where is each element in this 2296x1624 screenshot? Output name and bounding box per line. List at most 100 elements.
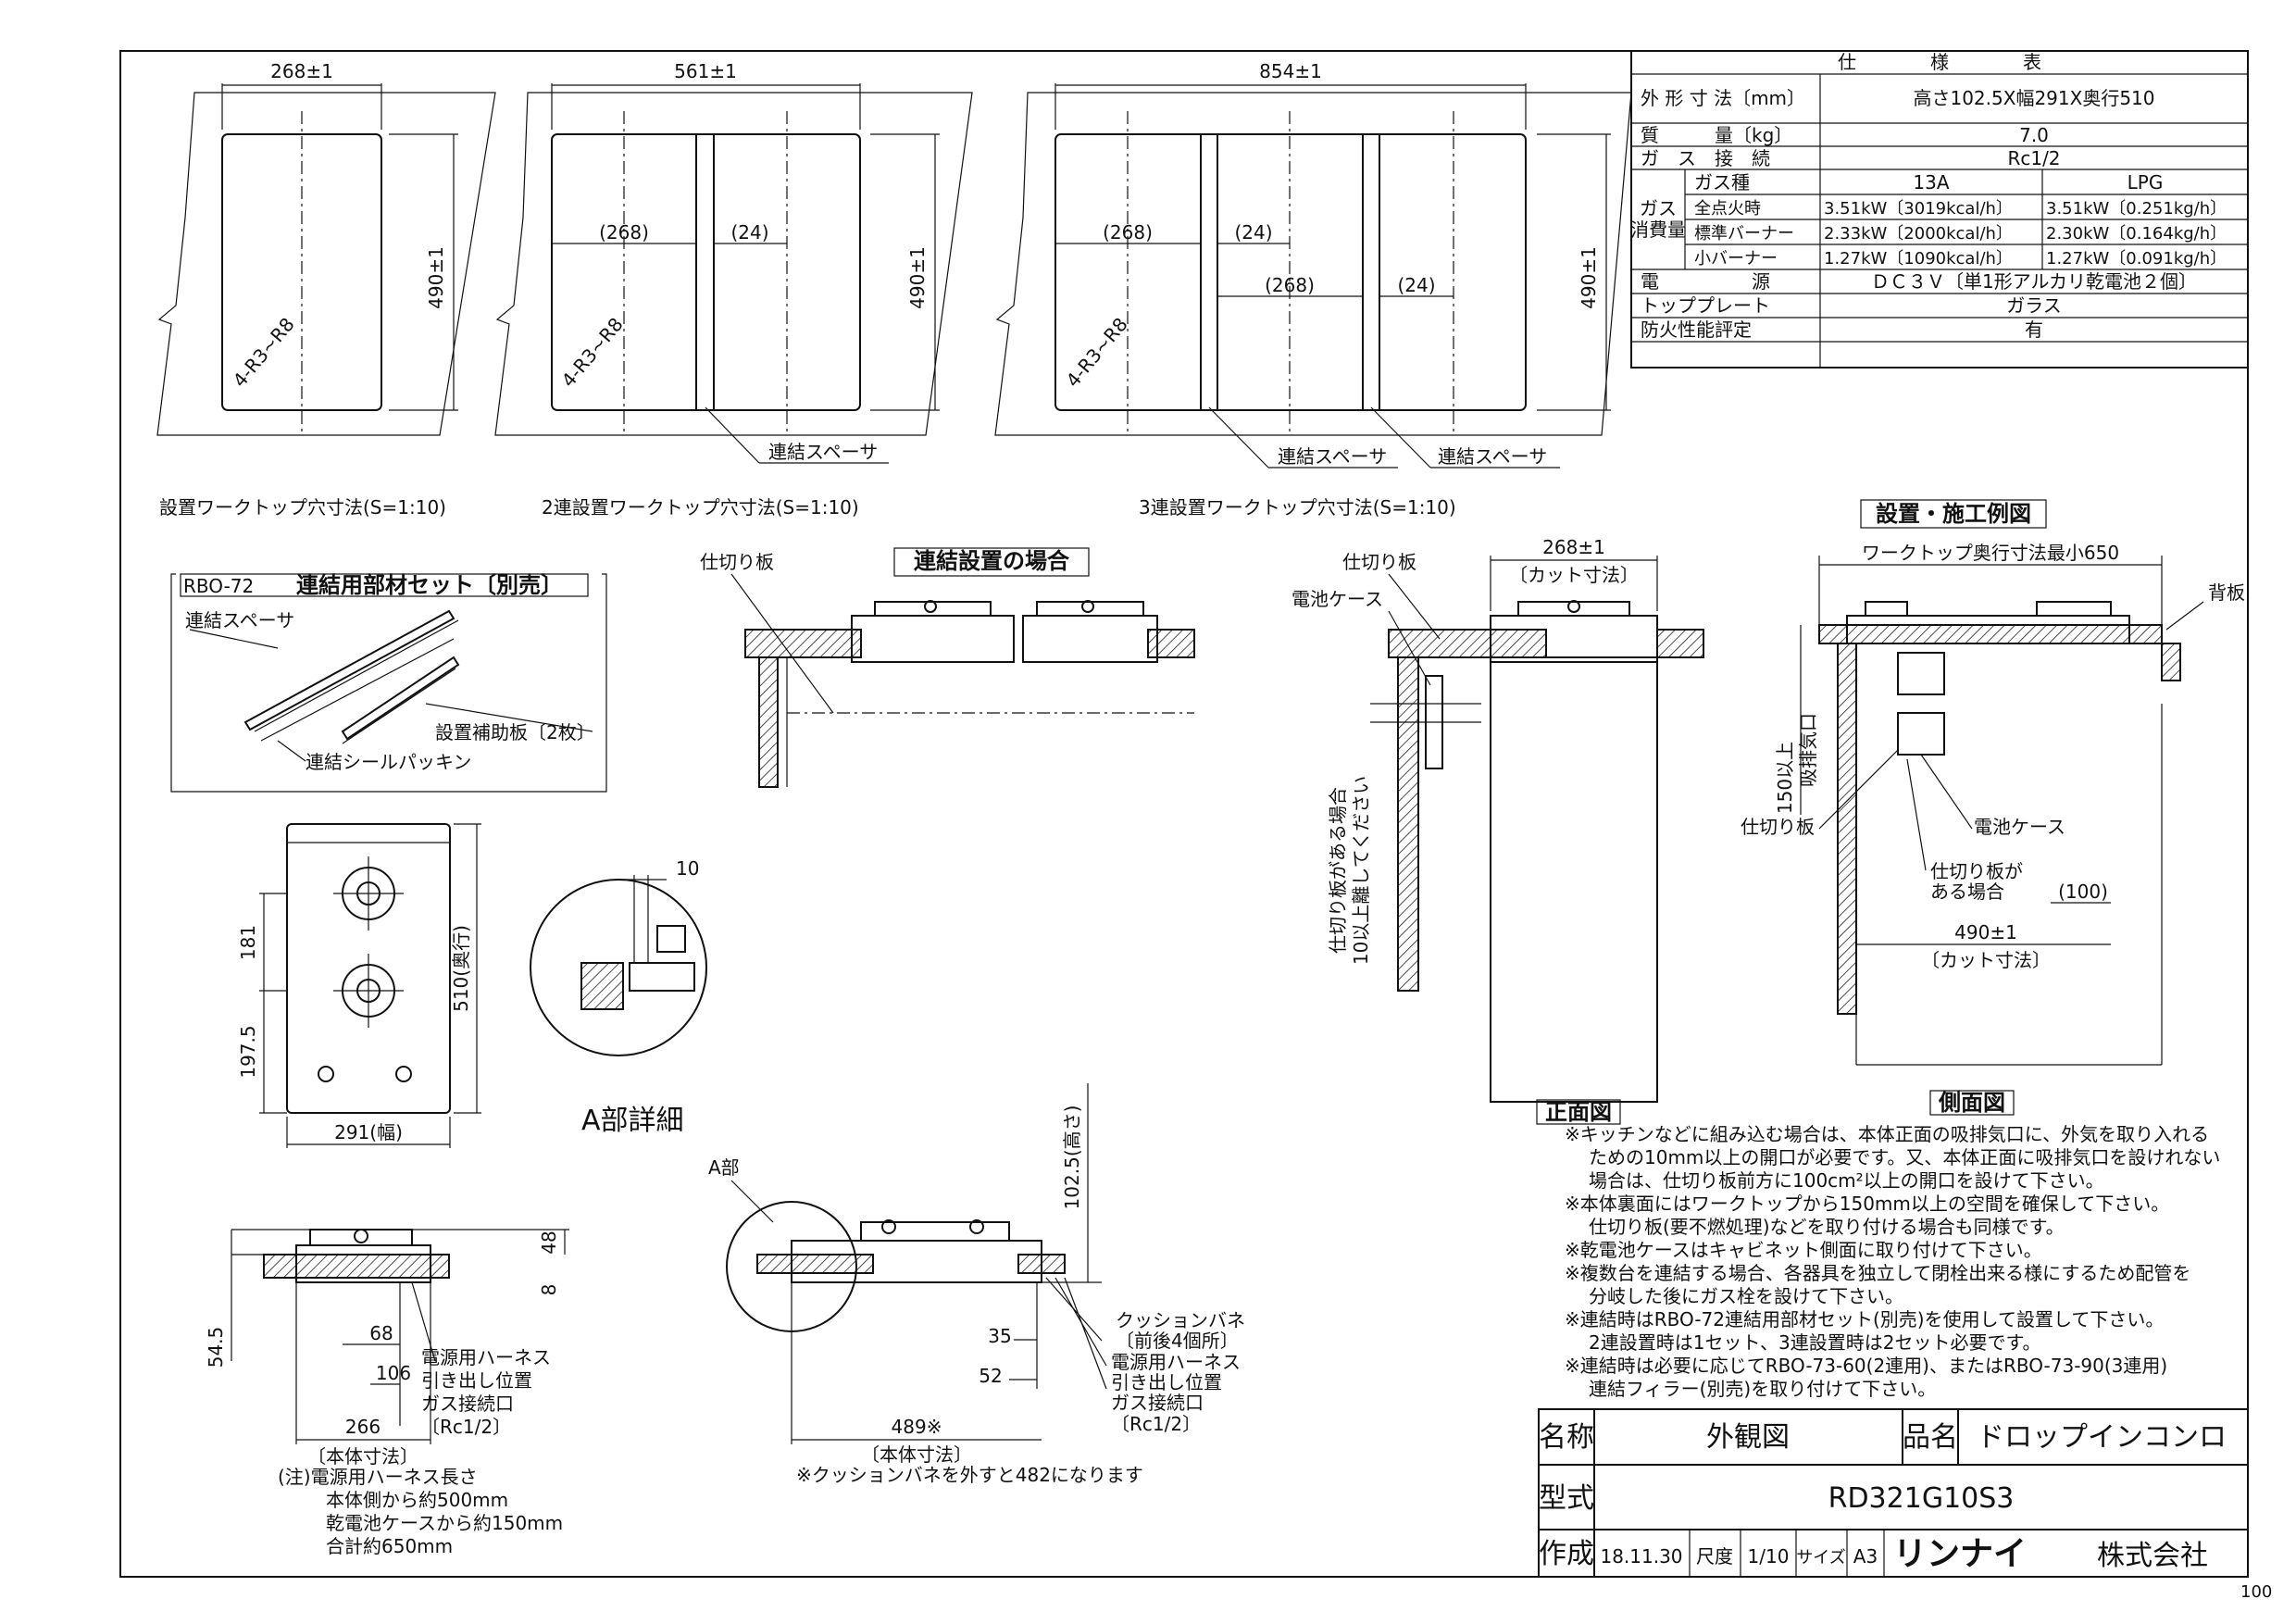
front-small-gas-2: 〔Rc1/2〕 — [421, 1416, 511, 1438]
cutout-single-corner: 4-R3~R8 — [229, 313, 299, 391]
front-small-note-2: 本体側から約500mm — [326, 1489, 508, 1511]
front-small-dim-8: 8 — [538, 1284, 560, 1296]
note-line-10: 2連設置時は1セット、3連設置時は2セット必要です。 — [1589, 1331, 2041, 1354]
install-side-partition-case-1: 仕切り板が — [1930, 860, 2023, 882]
spec-gas-row2-lpg: 2.30kW〔0.164kg/h〕 — [2046, 224, 2227, 244]
spec-gas-group-1: ガス — [1640, 197, 1677, 219]
side-small-harness-1: 電源用ハーネス — [1111, 1351, 1241, 1373]
front-small-note-4: 合計約650mm — [326, 1535, 453, 1557]
front-small-dim-48: 48 — [538, 1230, 560, 1254]
front-small: 48 8 54.5 266 〔本体寸法〕 68 106 電源用ハーネス 引き出し… — [205, 1229, 569, 1557]
spec-label-size: 外 形 寸 法〔mm〕 — [1641, 87, 1805, 109]
front-small-note-3: 乾電池ケースから約150mm — [326, 1512, 563, 1534]
title-size-value: A3 — [1853, 1545, 1878, 1568]
cutout-double: 561±1 (268) (24) 490±1 4-R3~R8 連結スペーサ 2連… — [494, 60, 973, 518]
note-line-7: ※複数台を連結する場合、各器具を独立して閉栓出来る様にするため配管を — [1565, 1262, 2190, 1284]
top-view-dim-width: 291(幅) — [334, 1121, 403, 1143]
install-front-caption: 正面図 — [1545, 1099, 1612, 1125]
cutout-triple-spacer2: 連結スペーサ — [1438, 445, 1547, 468]
side-small-cushion-2: 〔前後4個所〕 — [1116, 1330, 1239, 1352]
install-front-battery: 電池ケース — [1292, 588, 1383, 610]
detail-a-caption: A部詳細 — [581, 1105, 684, 1137]
connected-title: 連結設置の場合 — [914, 548, 1070, 574]
cutout-single: 268±1 490±1 4-R3~R8 設置ワークトップ穴寸法(S=1:10) — [156, 60, 496, 518]
spec-gas-row3-label: 小バーナー — [1694, 249, 1778, 269]
cutout-double-depth: 490±1 — [906, 246, 929, 309]
spec-label-power: 電 源 — [1641, 270, 1770, 293]
spec-gas-group-2: 消費量 — [1630, 219, 1686, 241]
cutout-double-width: 561±1 — [674, 60, 737, 82]
spec-gas-col1: 13A — [1913, 171, 1949, 194]
cutout-double-corner: 4-R3~R8 — [557, 313, 628, 391]
spec-value-mass: 7.0 — [2019, 124, 2049, 146]
spec-label-top: トッププレート — [1641, 294, 1770, 317]
spec-title: 仕 様 表 — [1838, 51, 2041, 73]
note-line-4: ※本体裏面にはワークトップから150mm以上の空間を確保して下さい。 — [1565, 1193, 2169, 1215]
side-small-height: 102.5(高さ) — [1061, 1106, 1083, 1210]
page-number: 100 — [2240, 1582, 2272, 1602]
company-logo: リンナイ — [1893, 1535, 2027, 1573]
spec-gas-col2: LPG — [2128, 171, 2164, 194]
cutout-triple-caption: 3連設置ワークトップ穴寸法(S=1:10) — [1139, 496, 1456, 518]
install-front-cut-dim: 268±1 — [1542, 536, 1605, 558]
knob-left-icon — [318, 1066, 334, 1082]
install-front: 仕切り板 電池ケース 268±1 〔カット寸法〕 仕切り板がある場合 10以上離… — [1292, 536, 1704, 1125]
knob-right-icon — [395, 1066, 412, 1082]
install-front-cut-label: 〔カット寸法〕 — [1509, 564, 1639, 586]
side-small-note: ※クッションバネを外すと482になります — [796, 1464, 1143, 1486]
side-small-gas-2: 〔Rc1/2〕 — [1111, 1413, 1201, 1435]
spec-table: 仕 様 表 外 形 寸 法〔mm〕 高さ102.5X幅291X奥行510 質 量… — [1630, 50, 2249, 369]
spec-label-fire: 防火性能評定 — [1641, 319, 1752, 341]
spec-label-mass: 質 量〔kg〕 — [1641, 124, 1792, 146]
cutout-double-seg2: (24) — [730, 221, 768, 244]
detail-a: 10 A部詳細 — [530, 857, 707, 1137]
spec-gas-row1-lpg: 3.51kW〔0.251kg/h〕 — [2046, 199, 2227, 219]
side-small-a-part: A部 — [708, 1156, 740, 1179]
front-small-dim-68: 68 — [369, 1322, 393, 1344]
install-side-depth: ワークトップ奥行寸法最小650 — [1862, 542, 2119, 564]
cutout-triple-corner: 4-R3~R8 — [1062, 313, 1132, 391]
cutout-double-seg1: (268) — [599, 221, 649, 244]
cutout-triple-seg4: (24) — [1397, 274, 1435, 296]
title-product-label: 品名 — [1903, 1421, 1958, 1454]
title-made-value: 18.11.30 — [1600, 1545, 1682, 1568]
top-view-dim-depth: 510(奥行) — [450, 925, 472, 1012]
install-side: 設置・施工例図 ワークトップ奥行寸法最小650 背板 150以上 吸排気口 仕切… — [1741, 499, 2245, 1116]
cutout-triple: 854±1 (268) (24) (268) (24) 490±1 4-R3~R… — [994, 60, 1632, 518]
detail-a-dim: 10 — [676, 857, 699, 880]
cutout-triple-depth: 490±1 — [1578, 246, 1600, 309]
front-small-harness-2: 引き出し位置 — [421, 1369, 532, 1392]
spec-value-power: ＤＣ３Ｖ〔単1形アルカリ乾電池２個〕 — [1871, 270, 2197, 293]
title-block: 名称 外観図 品名 ドロップインコンロ 型式 RD321G10S3 作成 18.… — [1538, 1408, 2249, 1578]
front-small-note-1: (注)電源用ハーネス長さ — [278, 1466, 478, 1488]
title-model-label: 型式 — [1539, 1482, 1594, 1515]
install-side-vent: 吸排気口 — [1797, 713, 1819, 787]
install-side-cut-dim: 490±1 — [1954, 921, 2017, 943]
parts-set-packing: 連結シールパッキン — [306, 751, 471, 773]
title-name-label: 名称 — [1539, 1421, 1594, 1454]
cutout-double-spacer: 連結スペーサ — [768, 441, 878, 463]
note-line-8: 分岐した後にガス栓を設けて下さい。 — [1589, 1285, 1903, 1307]
title-model-value: RD321G10S3 — [1828, 1482, 2015, 1515]
side-small-dim-35: 35 — [988, 1325, 1011, 1347]
spec-label-gas: ガ ス 接 続 — [1641, 147, 1770, 169]
cutout-triple-seg3: (268) — [1265, 274, 1315, 296]
cutout-triple-seg2: (24) — [1234, 221, 1272, 244]
side-small: A部 102.5(高さ) 35 52 489※ 〔本体寸法〕 ※クッションバネを… — [708, 1083, 1245, 1486]
side-small-dim-489: 489※ — [892, 1416, 942, 1438]
parts-set-plate: 設置補助板〔2枚〕 — [435, 721, 595, 743]
notes-block: ※キッチンなどに組み込む場合は、本体正面の吸排気口に、外気を取り入れる ための1… — [1565, 1123, 2220, 1400]
title-product-value: ドロップインコンロ — [1977, 1421, 2227, 1454]
cutout-single-depth: 490±1 — [425, 246, 447, 309]
front-small-harness-1: 電源用ハーネス — [421, 1346, 551, 1368]
install-front-vnote-2: 10以上離してください — [1350, 776, 1372, 965]
spec-value-size: 高さ102.5X幅291X奥行510 — [1913, 87, 2154, 109]
cutout-single-caption: 設置ワークトップ穴寸法(S=1:10) — [159, 496, 446, 518]
side-small-gas-1: ガス接続口 — [1111, 1392, 1204, 1414]
cutout-double-caption: 2連設置ワークトップ穴寸法(S=1:10) — [542, 496, 859, 518]
install-side-partition: 仕切り板 — [1741, 816, 1815, 838]
cutout-triple-spacer1: 連結スペーサ — [1278, 445, 1387, 468]
parts-set: RBO-72 連結用部材セット〔別売〕 連結スペーサ 設置補助板〔2枚〕 連結シ… — [170, 572, 607, 793]
install-side-caption: 側面図 — [1938, 1090, 2005, 1116]
